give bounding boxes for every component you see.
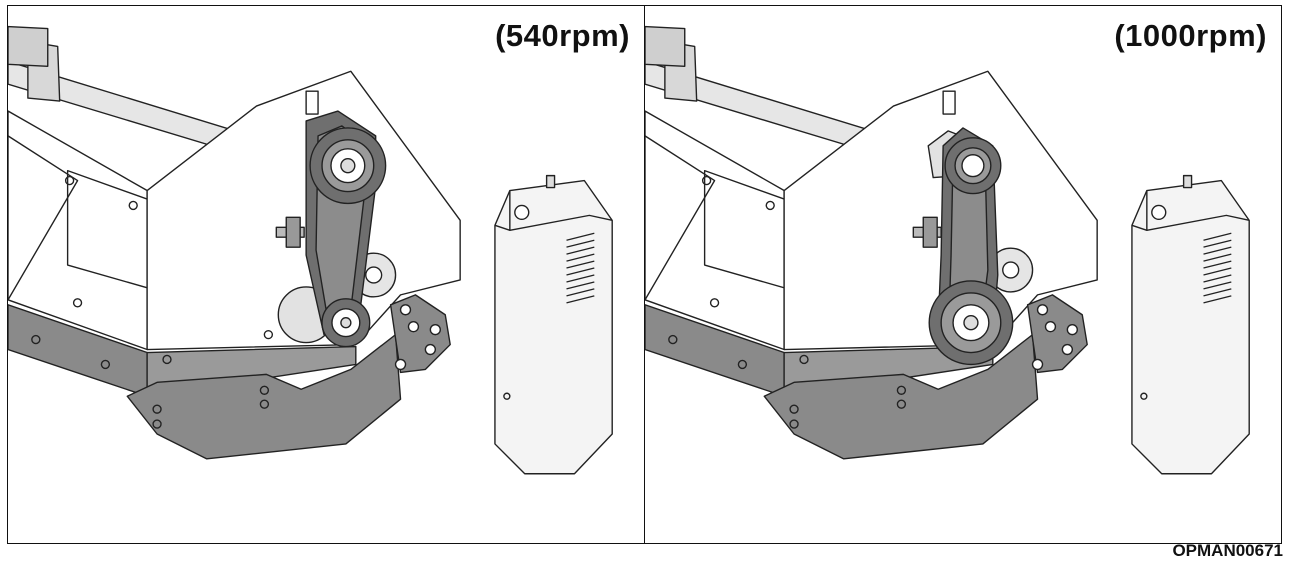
panel-1000rpm: (1000rpm) [644,6,1281,543]
figure: (540rpm) [7,5,1282,544]
guard-louvers [566,232,595,304]
rpm-label-540: (540rpm) [495,18,630,53]
figure-id: OPMAN00671 [1172,541,1283,560]
belt-guard [494,179,613,475]
panel-540rpm: (540rpm) [8,6,644,543]
mower-drive-illustration-1000rpm [645,25,1250,475]
mower-drive-illustration-540rpm [8,25,613,475]
guard-louvers [1203,232,1232,304]
rpm-label-1000: (1000rpm) [1114,18,1267,53]
belt-guard [1131,179,1250,475]
